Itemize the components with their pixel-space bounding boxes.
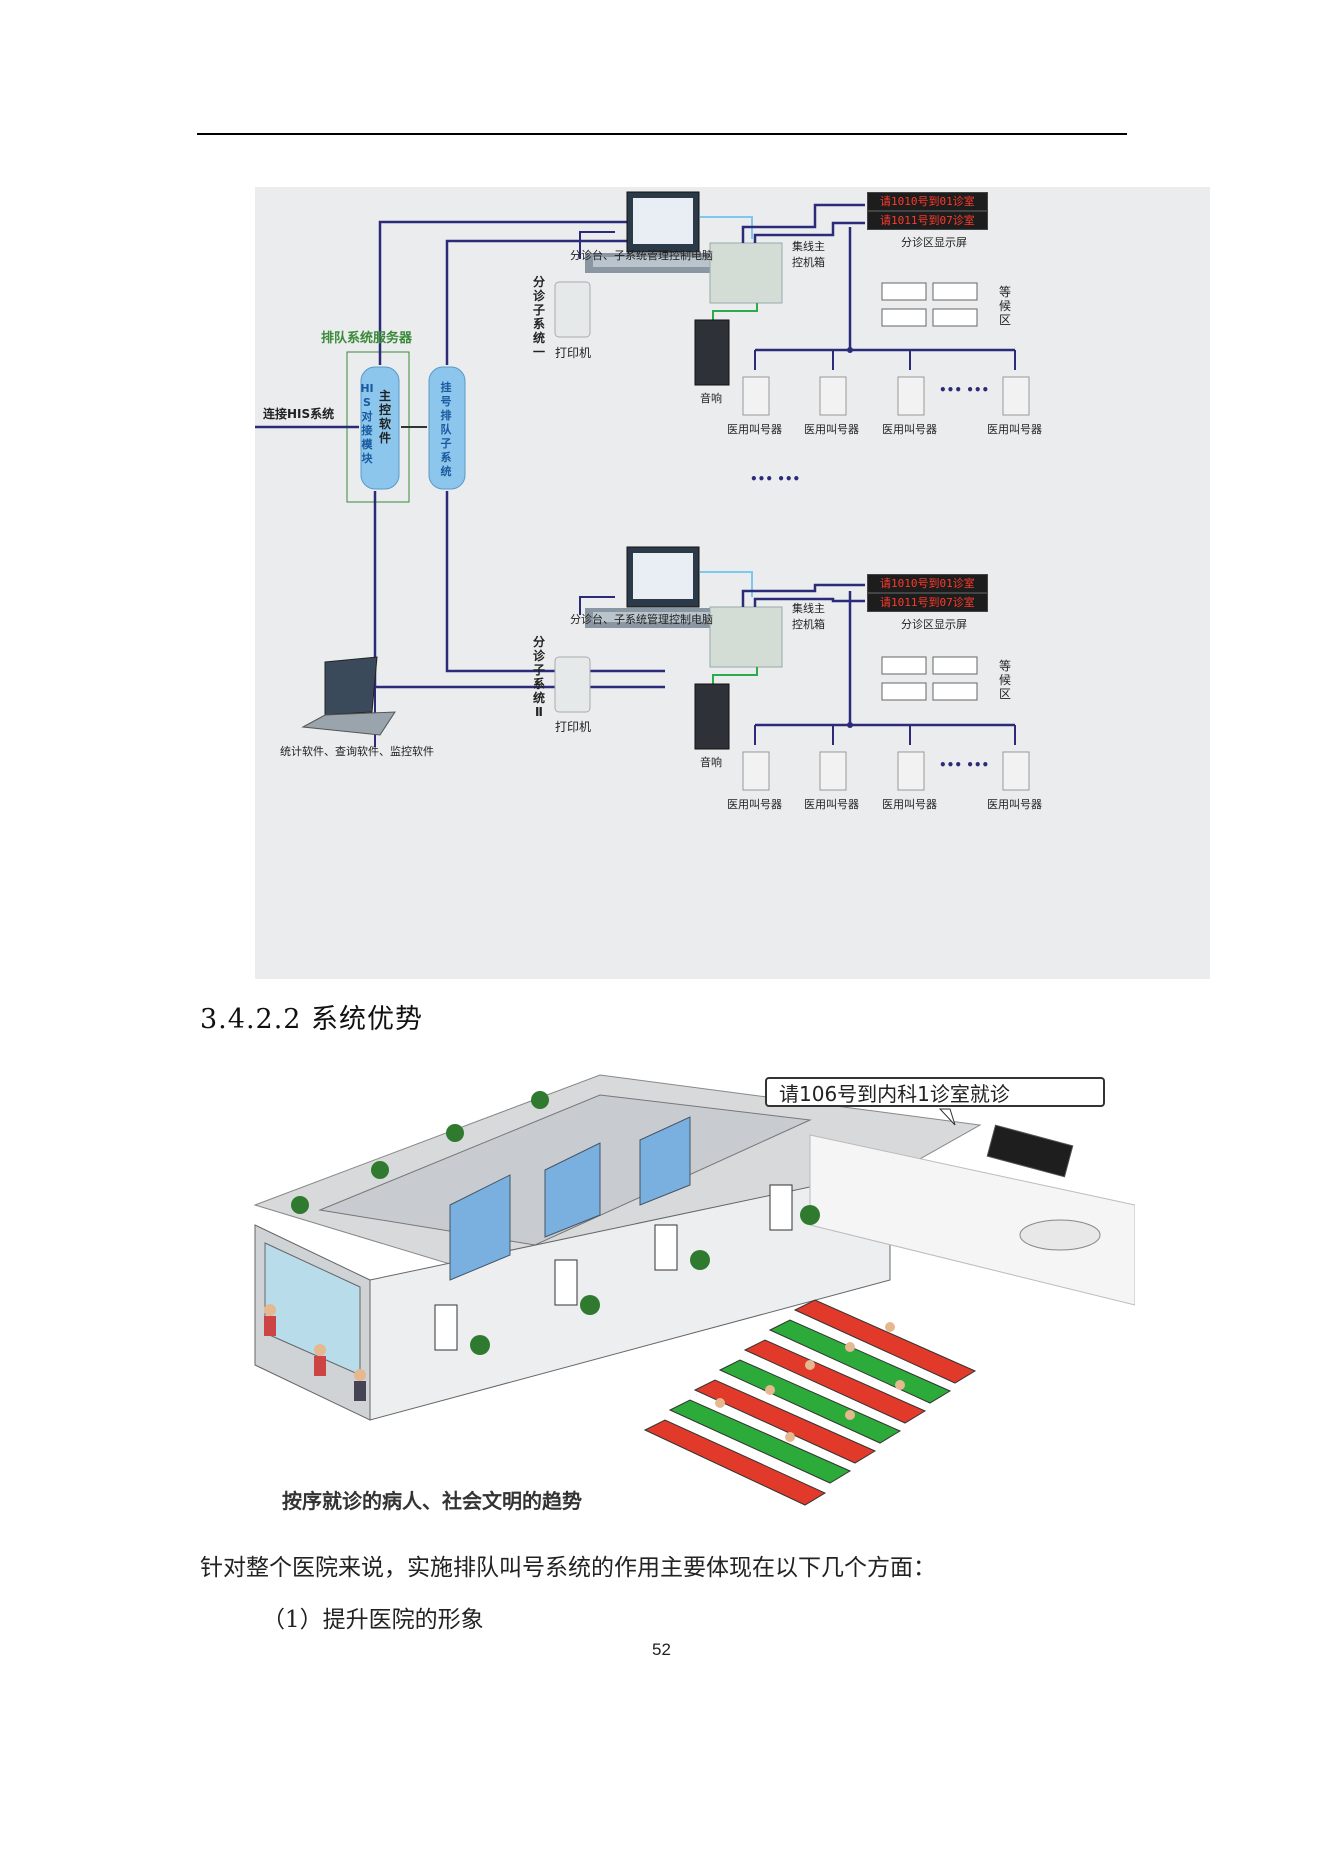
waiting-area-2: 等候区 [998,659,1011,701]
hospital-scene [253,1074,1135,1506]
main-software-label: 主控软件 [378,389,391,445]
dots-2: ••• ••• [939,758,990,772]
subsystem1-label: 分诊子系统一 [532,275,545,359]
queue-subsystem-label: 挂号排队子系统 [440,381,452,478]
dots-middle: ••• ••• [750,472,801,486]
caller-2a: 医用叫号器 [727,798,782,811]
hub-label-2b: 控机箱 [792,618,825,631]
display-line-2a: 请1010号到01诊室 [867,574,988,593]
seating-rows [643,1299,977,1506]
hospital-illustration: 请106号到内科1诊室就诊 按序就诊的病人、社会文明的趋势 [250,1065,1135,1530]
pc-label-2: 分诊台、子系统管理控制电脑 [570,613,713,626]
laptop-label: 统计软件、查询软件、监控软件 [280,745,434,758]
system-architecture-diagram: 排队系统服务器 HIS对接模块 主控软件 挂号排队子系统 连接HIS系统 分诊子… [255,187,1210,979]
caller-1d: 医用叫号器 [987,423,1042,436]
printer-label-1: 打印机 [555,346,592,360]
caller-2c: 医用叫号器 [882,798,937,811]
caller-1c: 医用叫号器 [882,423,937,436]
printer-label-2: 打印机 [555,720,592,734]
section-heading: 3.4.2.2 系统优势 [200,1004,424,1035]
paragraph-2: （1）提升医院的形象 [262,1607,484,1633]
dots-1: ••• ••• [939,383,990,397]
caller-1b: 医用叫号器 [804,423,859,436]
diagram-lines [255,191,1030,791]
hub-label-2a: 集线主 [792,602,825,615]
illustration-caption: 按序就诊的病人、社会文明的趋势 [282,1489,582,1513]
caller-1a: 医用叫号器 [727,423,782,436]
his-module-label: HIS对接模块 [360,382,374,465]
paragraph-1: 针对整个医院来说，实施排队叫号系统的作用主要体现在以下几个方面： [200,1555,936,1581]
pc-label-1: 分诊台、子系统管理控制电脑 [570,249,713,262]
his-connect-label: 连接HIS系统 [263,407,335,421]
caller-2b: 医用叫号器 [804,798,859,811]
display-label-1: 分诊区显示屏 [901,236,967,249]
waiting-area-1: 等候区 [998,285,1011,327]
header-rule [197,133,1127,135]
speaker-label-2: 音响 [700,756,722,769]
server-title: 排队系统服务器 [321,331,413,346]
hub-label-1a: 集线主 [792,240,825,253]
hub-label-1b: 控机箱 [792,256,825,269]
call-speech-bubble: 请106号到内科1诊室就诊 [765,1077,1105,1107]
display-label-2: 分诊区显示屏 [901,618,967,631]
speaker-label-1: 音响 [700,392,722,405]
display-line-1b: 请1011号到07诊室 [867,211,988,230]
caller-2d: 医用叫号器 [987,798,1042,811]
display-line-2b: 请1011号到07诊室 [867,593,988,612]
display-line-1a: 请1010号到01诊室 [867,192,988,211]
page-number: 52 [652,1640,671,1659]
subsystem2-label: 分诊子系统Ⅱ [532,635,545,719]
